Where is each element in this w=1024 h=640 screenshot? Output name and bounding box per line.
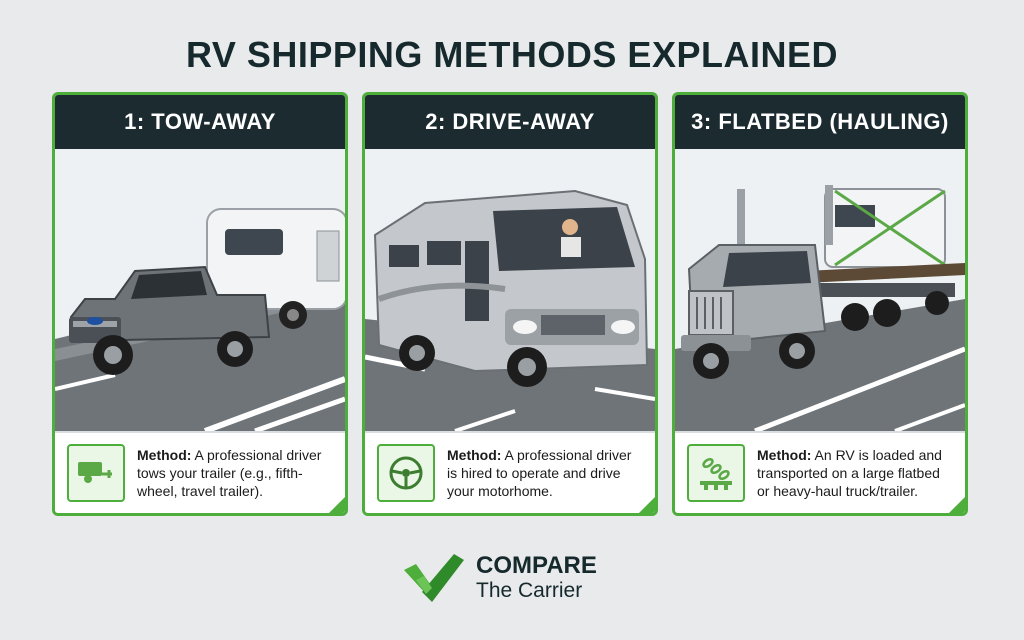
card-heading: 3: FLATBED (HAULING)	[675, 95, 965, 149]
tow-away-illustration	[55, 149, 345, 431]
method-text: Method: A professional driver tows your …	[137, 447, 322, 499]
card-heading: 1: TOW-AWAY	[55, 95, 345, 149]
logo-line-2: The Carrier	[476, 579, 583, 602]
drive-away-illustration	[365, 149, 655, 431]
logo-line-1: COMPARE	[476, 552, 597, 579]
compare-the-carrier-logo: COMPARE The Carrier	[402, 550, 597, 606]
method-description: Method: An RV is loaded and transported …	[675, 431, 965, 513]
method-description: Method: A professional driver is hired t…	[365, 431, 655, 513]
page-title: RV SHIPPING METHODS EXPLAINED	[186, 34, 838, 75]
corner-accent	[949, 497, 965, 513]
steering-wheel-icon	[377, 444, 435, 502]
corner-accent	[329, 497, 345, 513]
method-description: Method: A professional driver tows your …	[55, 431, 345, 513]
check-logo-icon	[402, 550, 466, 606]
method-text: Method: An RV is loaded and transported …	[757, 447, 942, 499]
card-tow-away: 1: TOW-AWAY	[52, 92, 348, 516]
card-flatbed-hauling: 3: FLATBED (HAULING)	[672, 92, 968, 516]
card-heading: 2: DRIVE-AWAY	[365, 95, 655, 149]
card-drive-away: 2: DRIVE-AWAY	[362, 92, 658, 516]
trailer-icon	[67, 444, 125, 502]
flatbed-illustration	[675, 149, 965, 431]
corner-accent	[639, 497, 655, 513]
logo-text: COMPARE The Carrier	[476, 553, 597, 603]
chain-flatbed-icon	[687, 444, 745, 502]
method-text: Method: A professional driver is hired t…	[447, 447, 632, 499]
